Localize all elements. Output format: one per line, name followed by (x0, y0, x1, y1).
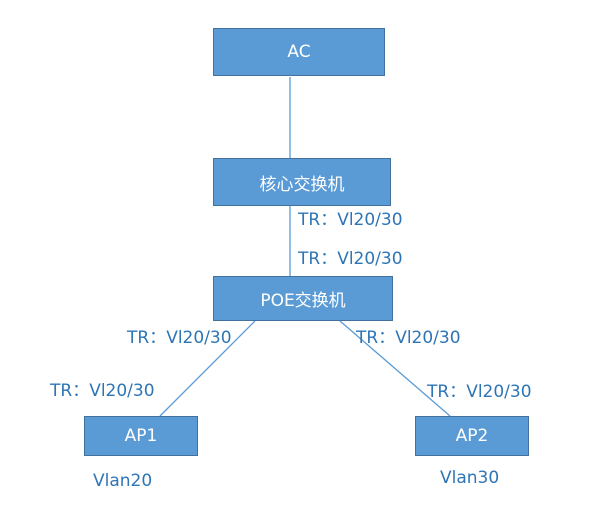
node-ap2: AP2 (415, 416, 529, 456)
link-label-ap1-up: TR：Vl20/30 (50, 381, 155, 401)
link-label-core-down: TR：Vl20/30 (298, 210, 403, 230)
node-ap1: AP1 (84, 416, 198, 456)
node-ac: AC (213, 28, 385, 76)
vlan-label-ap2: Vlan30 (440, 468, 500, 488)
node-poe-switch: POE交换机 (213, 276, 393, 321)
link-label-poe-left: TR：Vl20/30 (127, 328, 232, 348)
link-label-poe-up: TR：Vl20/30 (298, 249, 403, 269)
link-poe-ap1 (159, 320, 256, 417)
link-label-ap2-up: TR：Vl20/30 (427, 382, 532, 402)
link-label-poe-right: TR：Vl20/30 (356, 328, 461, 348)
link-poe-ap2 (339, 320, 451, 417)
node-core-switch: 核心交换机 (213, 158, 391, 206)
vlan-label-ap1: Vlan20 (93, 471, 153, 491)
